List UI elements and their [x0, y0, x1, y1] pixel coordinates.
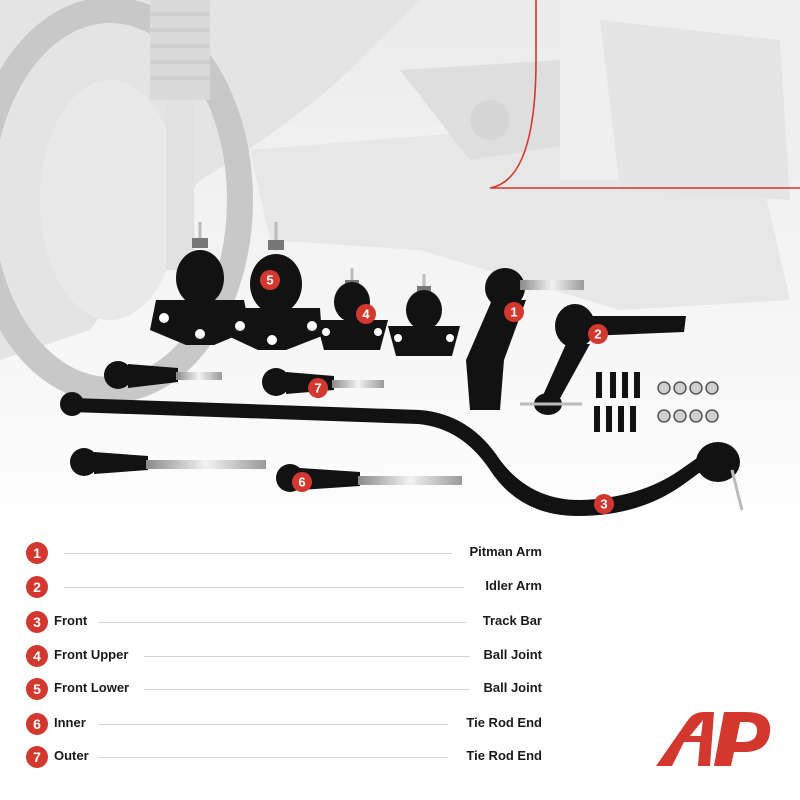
legend-position: Front [54, 613, 88, 628]
legend-divider [98, 757, 448, 758]
legend-part-name: Tie Rod End [466, 748, 542, 763]
legend-position: Front Upper [54, 647, 129, 662]
parts-legend: 1 Pitman Arm 2 Idler Arm 3 Front Track B… [0, 538, 800, 800]
legend-position: Inner [54, 715, 86, 730]
track-bar [60, 392, 744, 516]
svg-text:5: 5 [266, 273, 273, 288]
legend-row-4: 4 Front Upper Ball Joint [26, 644, 542, 668]
legend-divider [98, 622, 466, 623]
chassis-background [0, 0, 800, 540]
svg-text:7: 7 [314, 381, 321, 396]
legend-row-6: 6 Inner Tie Rod End [26, 712, 542, 736]
svg-text:3: 3 [600, 497, 607, 512]
callout-3: 3 [594, 494, 614, 514]
upper-ball-joint-right [388, 274, 460, 356]
legend-row-5: 5 Front Lower Ball Joint [26, 677, 542, 701]
legend-badge: 7 [26, 746, 48, 768]
svg-text:2: 2 [594, 327, 601, 342]
legend-badge: 5 [26, 678, 48, 700]
legend-part-name: Idler Arm [485, 578, 542, 593]
legend-badge: 6 [26, 713, 48, 735]
product-photo: 1 2 3 4 5 6 7 [0, 0, 800, 540]
callout-5: 5 [260, 270, 280, 290]
callout-4: 4 [356, 304, 376, 324]
callout-1: 1 [504, 302, 524, 322]
legend-row-3: 3 Front Track Bar [26, 610, 542, 634]
callout-2: 2 [588, 324, 608, 344]
legend-part-name: Pitman Arm [469, 544, 542, 559]
pitman-arm [466, 268, 584, 410]
upper-ball-joint-left [316, 268, 388, 350]
idler-arm [520, 304, 686, 415]
legend-badge: 2 [26, 576, 48, 598]
accent-curve [489, 0, 800, 189]
legend-row-2: 2 Idler Arm [26, 575, 542, 599]
brand-logo [656, 712, 771, 766]
legend-part-name: Ball Joint [483, 647, 542, 662]
callout-6: 6 [292, 472, 312, 492]
legend-row-1: 1 Pitman Arm [26, 541, 542, 565]
nut-set [657, 381, 719, 423]
tie-rod-end-small-left [104, 361, 222, 389]
svg-text:1: 1 [510, 305, 517, 320]
legend-part-name: Track Bar [482, 613, 542, 628]
tie-rod-end-inner [70, 448, 266, 476]
image-callouts: 1 2 3 4 5 6 7 [260, 270, 614, 514]
legend-divider [64, 587, 464, 588]
legend-position: Front Lower [54, 680, 130, 695]
legend-badge: 3 [26, 611, 48, 633]
legend-divider [64, 553, 452, 554]
lower-ball-joint-left [150, 222, 250, 345]
legend-divider [144, 689, 470, 690]
bolt-set [594, 372, 640, 432]
svg-text:4: 4 [362, 307, 370, 322]
svg-text:6: 6 [298, 475, 305, 490]
tie-rod-end-outer [276, 464, 462, 492]
legend-part-name: Tie Rod End [466, 715, 542, 730]
legend-row-7: 7 Outer Tie Rod End [26, 745, 542, 769]
legend-divider [144, 656, 470, 657]
legend-divider [98, 724, 448, 725]
legend-position: Outer [54, 748, 89, 763]
legend-badge: 1 [26, 542, 48, 564]
legend-badge: 4 [26, 645, 48, 667]
callout-7: 7 [308, 378, 328, 398]
legend-part-name: Ball Joint [483, 680, 542, 695]
